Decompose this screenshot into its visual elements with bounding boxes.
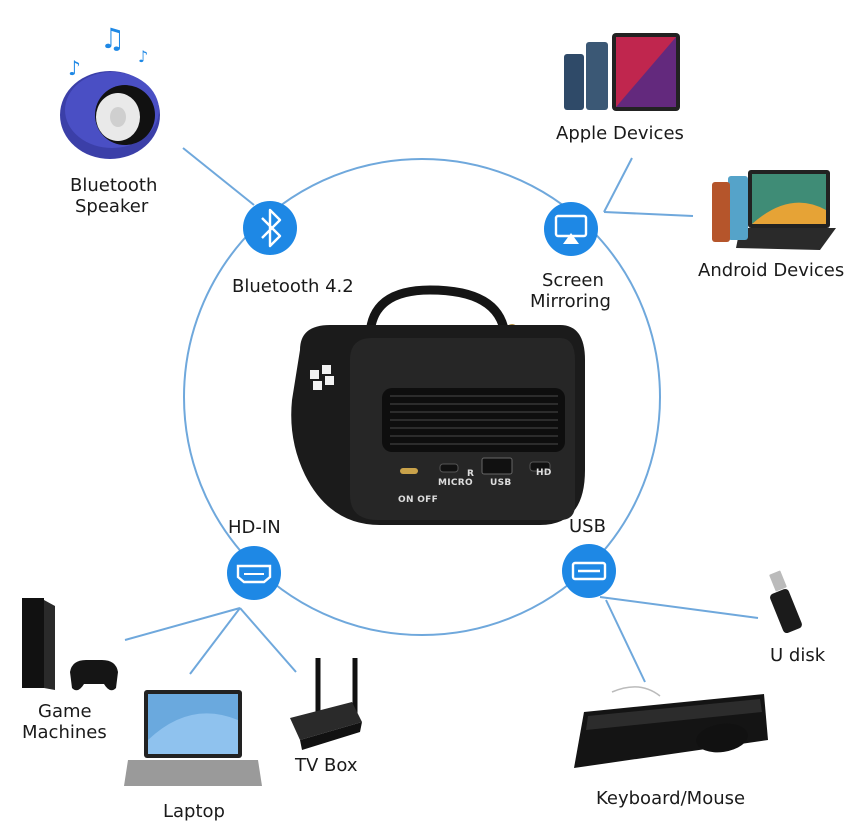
port-label-reset: R (467, 469, 475, 479)
game-machines-label-line1: Game (38, 701, 92, 722)
svg-text:♪: ♪ (138, 47, 148, 66)
game-machines-label-line2: Machines (22, 722, 107, 743)
udisk-label: U disk (770, 645, 826, 666)
port-label-usb: USB (490, 478, 512, 488)
connector-lines (124, 147, 759, 683)
projector-image (291, 285, 585, 525)
apple-devices-label: Apple Devices (556, 123, 684, 144)
speaker-label-line2: Speaker (75, 196, 149, 217)
laptop-label: Laptop (163, 801, 225, 822)
mirroring-feature-label-line1: Screen (542, 270, 604, 291)
hdin-feature-label: HD-IN (228, 517, 281, 538)
connection-ring (183, 158, 661, 636)
port-label-hd: HD (536, 468, 552, 478)
port-label-micro: MICRO (438, 478, 473, 488)
android-devices-label: Android Devices (698, 260, 845, 281)
keyboard-mouse-label: Keyboard/Mouse (596, 788, 746, 809)
bluetooth-feature-label: Bluetooth 4.2 (232, 276, 354, 297)
bluetooth-icon (243, 201, 297, 255)
screen-mirroring-icon (544, 202, 598, 256)
laptop-image (124, 690, 262, 786)
port-label-switch: ON OFF (398, 495, 439, 505)
game-machines-image (22, 598, 118, 691)
android-devices-image (712, 170, 836, 250)
bluetooth-speaker-image: ♫ ♪ ♪ (60, 22, 160, 159)
svg-text:♪: ♪ (68, 56, 81, 80)
svg-text:♫: ♫ (100, 22, 125, 55)
apple-devices-image (564, 33, 680, 111)
keyboard-mouse-image (574, 686, 768, 768)
usb-port-icon (562, 544, 616, 598)
usb-feature-label: USB (569, 516, 606, 537)
tv-box-image (290, 658, 362, 750)
speaker-label-line1: Bluetooth (70, 175, 158, 196)
hdmi-port-icon (227, 546, 281, 600)
tv-box-label: TV Box (295, 755, 358, 776)
mirroring-feature-label-line2: Mirroring (530, 291, 611, 312)
u-disk-image (769, 570, 802, 634)
